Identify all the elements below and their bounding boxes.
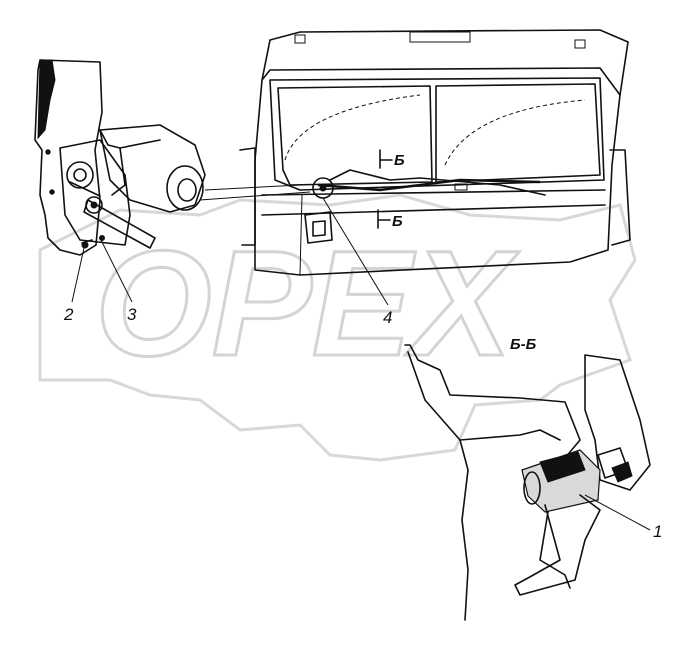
section-view-bb xyxy=(404,344,651,621)
watermark-text: OPEX xyxy=(95,219,520,387)
leader-1 xyxy=(584,494,651,531)
leader-3 xyxy=(100,239,133,303)
link-line xyxy=(204,184,301,191)
wiper-motor-detail xyxy=(34,59,311,303)
section-cut-markers xyxy=(377,149,393,229)
section-view-title: Б-Б xyxy=(510,336,537,353)
callout-4: 4 xyxy=(383,308,392,327)
callout-1: 1 xyxy=(653,522,662,541)
section-marker-upper: Б xyxy=(394,152,405,169)
leader-4 xyxy=(322,197,389,306)
section-marker-lower: Б xyxy=(392,213,403,230)
cab-front-view xyxy=(239,29,631,306)
leader-2 xyxy=(71,247,85,303)
watermark: OPEX xyxy=(38,193,637,462)
callout-2: 2 xyxy=(63,305,74,324)
callout-3: 3 xyxy=(127,305,137,324)
